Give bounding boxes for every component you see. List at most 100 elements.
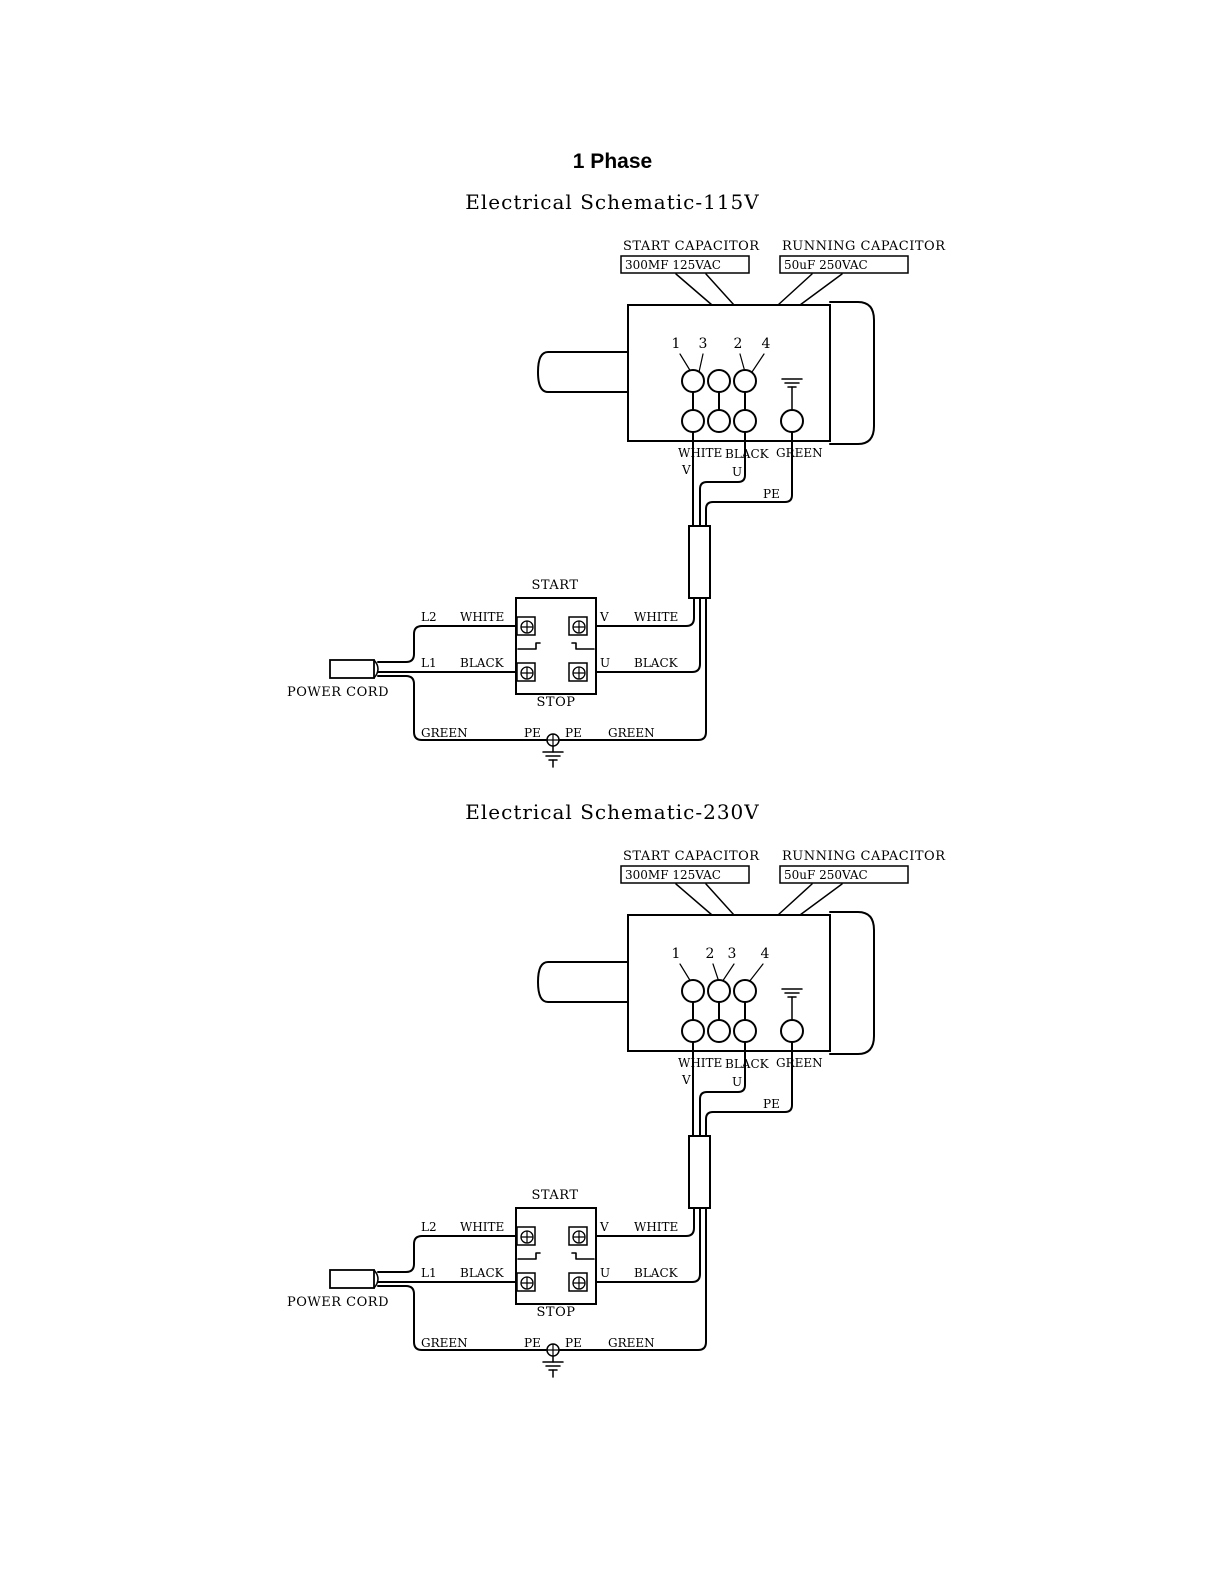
running-capacitor-box bbox=[779, 865, 909, 884]
wire-pe-to-ground bbox=[559, 1207, 707, 1351]
terminal-number-4: 4 bbox=[762, 336, 771, 352]
page-title: 1 Phase bbox=[572, 150, 653, 173]
cable-sheath bbox=[688, 525, 711, 599]
switch-terminal-v bbox=[568, 616, 588, 636]
running-capacitor-lead bbox=[799, 883, 843, 916]
wire-pe-to-ground bbox=[559, 597, 707, 741]
cable-sheath bbox=[688, 1135, 711, 1209]
running-capacitor-label: RUNNING CAPACITOR bbox=[782, 239, 946, 254]
wire-black-out-label: BLACK bbox=[634, 1266, 679, 1280]
wire-white-in-label: WHITE bbox=[460, 610, 504, 624]
motor-end-cap bbox=[829, 911, 875, 1055]
switch-contact-right bbox=[571, 642, 595, 650]
start-capacitor-box bbox=[620, 255, 750, 274]
switch-stop-label: STOP bbox=[537, 1305, 576, 1320]
switch-l2-label: L2 bbox=[421, 610, 437, 624]
motor-end-cap bbox=[829, 301, 875, 445]
start-capacitor-value: 300MF 125VAC bbox=[625, 258, 721, 272]
wire-black-out-label: BLACK bbox=[634, 656, 679, 670]
schematic-115v-title: Electrical Schematic-115V bbox=[465, 190, 760, 214]
motor-wire-u-label: U bbox=[732, 1075, 742, 1089]
wire-white-in-label: WHITE bbox=[460, 1220, 504, 1234]
wire-u-to-switch bbox=[595, 1207, 701, 1283]
switch-terminal-v bbox=[568, 1226, 588, 1246]
wire-u bbox=[699, 431, 746, 527]
terminal-leader bbox=[712, 963, 720, 983]
switch-terminal-u bbox=[568, 662, 588, 682]
motor-ground-terminal bbox=[780, 1019, 804, 1043]
terminal-number-1: 1 bbox=[672, 336, 681, 352]
terminal-leader bbox=[698, 353, 704, 373]
switch-u-label: U bbox=[600, 656, 610, 670]
wire-u-to-switch bbox=[595, 597, 701, 673]
switch-u-label: U bbox=[600, 1266, 610, 1280]
wire-v-to-switch bbox=[595, 1207, 695, 1237]
motor-wire-pe-label: PE bbox=[763, 487, 780, 501]
motor-wire-pe-label: PE bbox=[763, 1097, 780, 1111]
pe-left-label: PE bbox=[524, 726, 541, 740]
terminal-number-1: 1 bbox=[672, 946, 681, 962]
motor-terminal-top-3 bbox=[733, 369, 757, 393]
power-cord-plug bbox=[329, 659, 375, 679]
motor-wire-white-label: WHITE bbox=[678, 1056, 722, 1070]
motor-wire-white-label: WHITE bbox=[678, 446, 722, 460]
switch-start-label: START bbox=[532, 578, 579, 593]
switch-stop-label: STOP bbox=[537, 695, 576, 710]
start-capacitor-label: START CAPACITOR bbox=[623, 239, 760, 254]
ground-icon bbox=[542, 751, 564, 761]
schematic-230v-title: Electrical Schematic-230V bbox=[465, 800, 760, 824]
terminal-number-2: 3 bbox=[699, 336, 708, 352]
switch-contact-right bbox=[571, 1252, 595, 1260]
wire-v-to-switch bbox=[595, 597, 695, 627]
power-cord-end bbox=[373, 659, 379, 679]
running-capacitor-label: RUNNING CAPACITOR bbox=[782, 849, 946, 864]
terminal-leader bbox=[748, 963, 764, 983]
wire-l2 bbox=[377, 1235, 517, 1273]
wire-pe bbox=[705, 431, 793, 527]
switch-contact-left bbox=[517, 642, 541, 650]
wire-black-in-label: BLACK bbox=[460, 656, 505, 670]
motor-wire-v-label: V bbox=[681, 1073, 691, 1087]
motor-shaft bbox=[537, 351, 629, 393]
wire-white-out-label: WHITE bbox=[634, 1220, 678, 1234]
power-cord-plug bbox=[329, 1269, 375, 1289]
switch-terminal-l2 bbox=[516, 616, 536, 636]
terminal-leader bbox=[739, 353, 746, 373]
motor-terminal-top-1 bbox=[681, 979, 705, 1003]
switch-terminal-u bbox=[568, 1272, 588, 1292]
terminal-number-2: 2 bbox=[706, 946, 715, 962]
wire-green-right-label: GREEN bbox=[608, 1336, 655, 1350]
motor-terminal-bottom-1 bbox=[681, 1019, 705, 1043]
motor-ground-terminal bbox=[780, 409, 804, 433]
motor-terminal-top-3 bbox=[733, 979, 757, 1003]
pe-left-label: PE bbox=[524, 1336, 541, 1350]
terminal-leader bbox=[679, 963, 692, 983]
switch-start-label: START bbox=[532, 1188, 579, 1203]
running-capacitor-lead bbox=[777, 273, 813, 306]
running-capacitor-value: 50uF 250VAC bbox=[784, 868, 868, 882]
terminal-leader bbox=[679, 353, 692, 373]
terminal-leader bbox=[751, 353, 765, 373]
wire-black-in-label: BLACK bbox=[460, 1266, 505, 1280]
running-capacitor-lead bbox=[777, 883, 813, 916]
motor-terminal-bottom-3 bbox=[733, 409, 757, 433]
pe-right-label: PE bbox=[565, 726, 582, 740]
motor-shaft bbox=[537, 961, 629, 1003]
switch-l2-label: L2 bbox=[421, 1220, 437, 1234]
terminal-leader bbox=[721, 963, 735, 983]
switch-v-label: V bbox=[599, 610, 609, 624]
switch-v-label: V bbox=[599, 1220, 609, 1234]
pe-right-label: PE bbox=[565, 1336, 582, 1350]
wire-u bbox=[699, 1041, 746, 1137]
motor-terminal-bottom-3 bbox=[733, 1019, 757, 1043]
switch-contact-left bbox=[517, 1252, 541, 1260]
switch-terminal-l2 bbox=[516, 1226, 536, 1246]
start-capacitor-lead bbox=[675, 273, 713, 306]
wire-green-in bbox=[377, 1285, 547, 1351]
motor-terminal-top-2 bbox=[707, 369, 731, 393]
terminal-number-4: 4 bbox=[761, 946, 770, 962]
motor-terminal-top-2 bbox=[707, 979, 731, 1003]
switch-l1-label: L1 bbox=[421, 656, 437, 670]
motor-wire-u-label: U bbox=[732, 465, 742, 479]
